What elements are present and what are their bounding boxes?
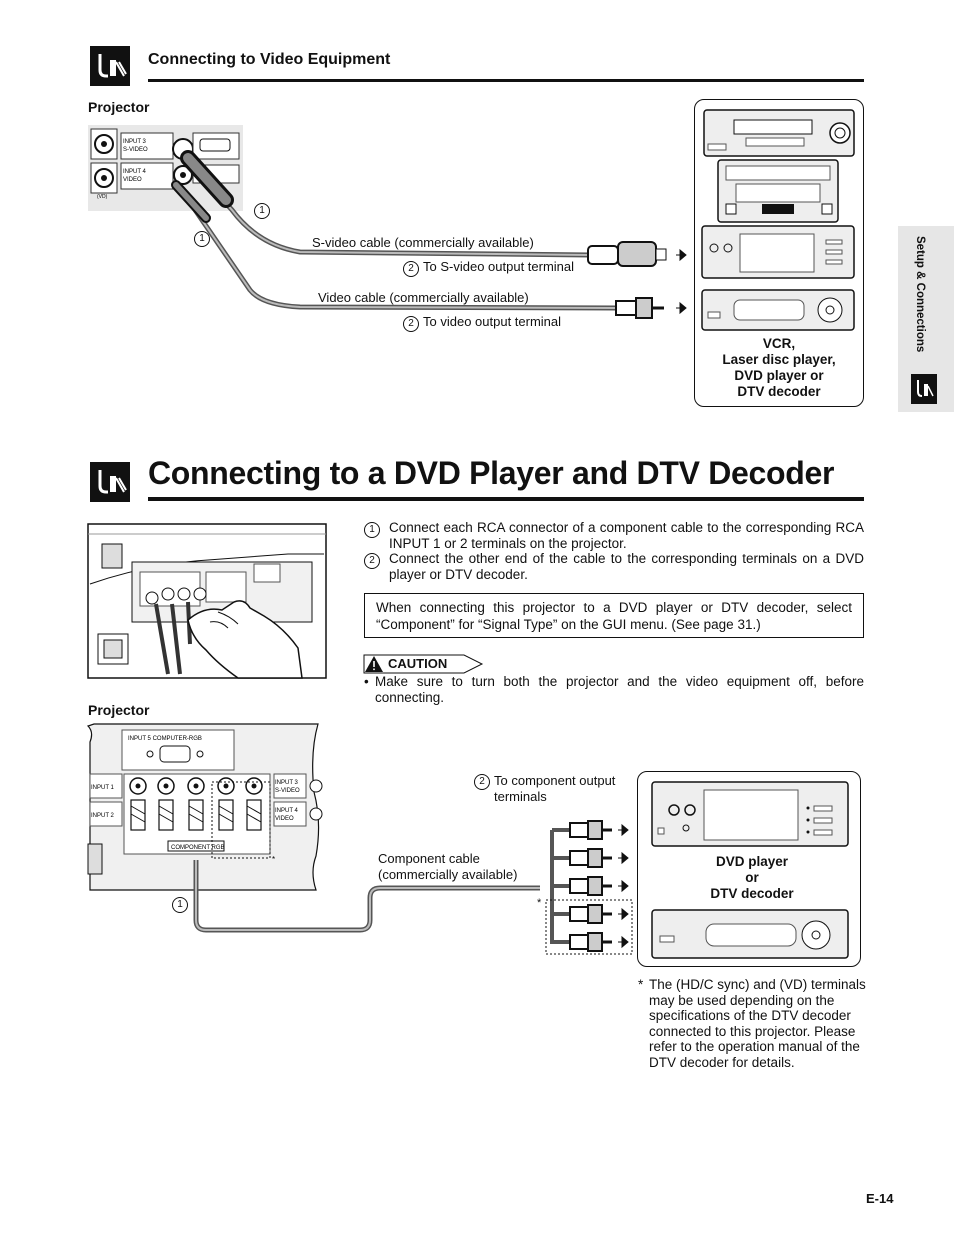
terminal-line: To component output — [494, 773, 616, 788]
port-label-input2: INPUT 2 — [91, 813, 115, 819]
side-tab-icon — [911, 374, 937, 404]
dvd-device-label: DVD player or DTV decoder — [637, 854, 867, 902]
device-label-line: DTV decoder — [710, 886, 794, 901]
cable-line: (commercially available) — [378, 867, 518, 882]
port-label-input4: INPUT 4 — [275, 808, 299, 814]
svideo-cable-label: S-video cable (commercially available) — [312, 235, 534, 250]
marker-one-component: 1 — [172, 895, 192, 913]
device-label-line: DVD player or — [734, 368, 824, 383]
hand-connecting-illustration — [87, 523, 327, 679]
page-number: E-14 — [866, 1191, 894, 1206]
section-rule — [148, 79, 864, 82]
svideo-terminal-label: 2 To S-video output terminal — [403, 259, 574, 277]
section-rule — [148, 497, 864, 501]
marker-one-svideo: 1 — [254, 201, 274, 219]
plug-icon — [917, 380, 934, 397]
port-label-video: VIDEO — [275, 816, 294, 822]
component-terminal-label: 2 To component output terminals — [474, 773, 615, 805]
device-label-line: Laser disc player, — [722, 352, 836, 367]
caution-badge — [363, 654, 484, 674]
step-marker: 1 — [194, 231, 210, 247]
video-device-label: VCR, Laser disc player, DVD player or DT… — [694, 336, 864, 400]
port-label-svideo: S-VIDEO — [275, 788, 300, 794]
section-title-dvd-dtv: Connecting to a DVD Player and DTV Decod… — [148, 455, 835, 491]
side-tab-text: Setup & Connections — [914, 236, 926, 353]
footnote-mark: * — [638, 977, 644, 992]
caution-text: • Make sure to turn both the projector a… — [364, 674, 864, 705]
footnote: * The (HD/C sync) and (VD) terminals may… — [638, 977, 868, 1071]
svideo-terminal-text: To S-video output terminal — [423, 259, 575, 274]
signal-type-note: When connecting this projector to a DVD … — [364, 593, 864, 638]
port-label-component: COMPONENT RGB — [171, 845, 225, 851]
cable-line: Component cable — [378, 851, 480, 866]
dvd-device-box — [637, 771, 861, 967]
component-cable-label: Component cable (commercially available) — [378, 851, 517, 883]
section-title-video-equipment: Connecting to Video Equipment — [148, 51, 391, 68]
step-2-text: Connect the other end of the cable to th… — [389, 551, 864, 582]
step-marker: 1 — [364, 522, 380, 538]
port-label-input5: INPUT 5 COMPUTER-RGB — [128, 736, 202, 742]
video-devices-illustration — [701, 109, 855, 331]
video-terminal-label: 2 To video output terminal — [403, 314, 561, 332]
device-label-line: VCR, — [762, 336, 796, 351]
step-1: 1 Connect each RCA connector of a compon… — [364, 520, 864, 552]
port-label-input3: INPUT 3 — [123, 139, 147, 145]
step-marker: 1 — [172, 897, 188, 913]
port-label-svideo: S-VIDEO — [123, 147, 148, 153]
port-label-vd: (VD) — [97, 194, 108, 200]
step-marker: 2 — [364, 553, 380, 569]
component-cable — [193, 820, 633, 955]
section1-cables — [171, 150, 687, 319]
footnote-text: The (HD/C sync) and (VD) terminals may b… — [649, 977, 866, 1070]
plug-icon — [98, 54, 127, 78]
port-label-video: VIDEO — [123, 177, 142, 183]
asterisk-mark: * — [272, 855, 275, 864]
step-marker: 2 — [403, 316, 419, 332]
projector-label-2: Projector — [88, 702, 150, 718]
step-1-text: Connect each RCA connector of a componen… — [389, 520, 864, 551]
video-device-box — [694, 99, 864, 407]
connection-section-icon — [90, 46, 130, 86]
rca-plugs — [569, 820, 629, 952]
marker-one-video: 1 — [194, 229, 214, 247]
step-marker: 2 — [474, 774, 490, 790]
asterisk-cable-mark: * — [537, 897, 542, 909]
terminal-line: terminals — [494, 789, 547, 804]
dvd-devices-illustration — [651, 781, 849, 959]
port-label-input1: INPUT 1 — [91, 785, 115, 791]
device-label-line: or — [745, 870, 759, 885]
caution-body: Make sure to turn both the projector and… — [375, 674, 864, 705]
projector-label: Projector — [88, 99, 150, 115]
projector-component-panel: INPUT 5 COMPUTER-RGB INPUT 1 INPUT 2 COM… — [86, 723, 323, 891]
step-marker: 1 — [254, 203, 270, 219]
port-label-input4: INPUT 4 — [123, 169, 147, 175]
device-label-line: DVD player — [715, 854, 789, 869]
port-label-input3: INPUT 3 — [275, 780, 299, 786]
video-cable-label: Video cable (commercially available) — [318, 290, 529, 305]
step-marker: 2 — [403, 261, 419, 277]
caution-label: CAUTION — [388, 656, 448, 671]
device-label-line: DTV decoder — [737, 384, 821, 399]
step-2: 2 Connect the other end of the cable to … — [364, 551, 864, 583]
plug-icon — [98, 470, 127, 494]
video-terminal-text: To video output terminal — [423, 314, 562, 329]
dvd-section-icon — [90, 462, 130, 502]
